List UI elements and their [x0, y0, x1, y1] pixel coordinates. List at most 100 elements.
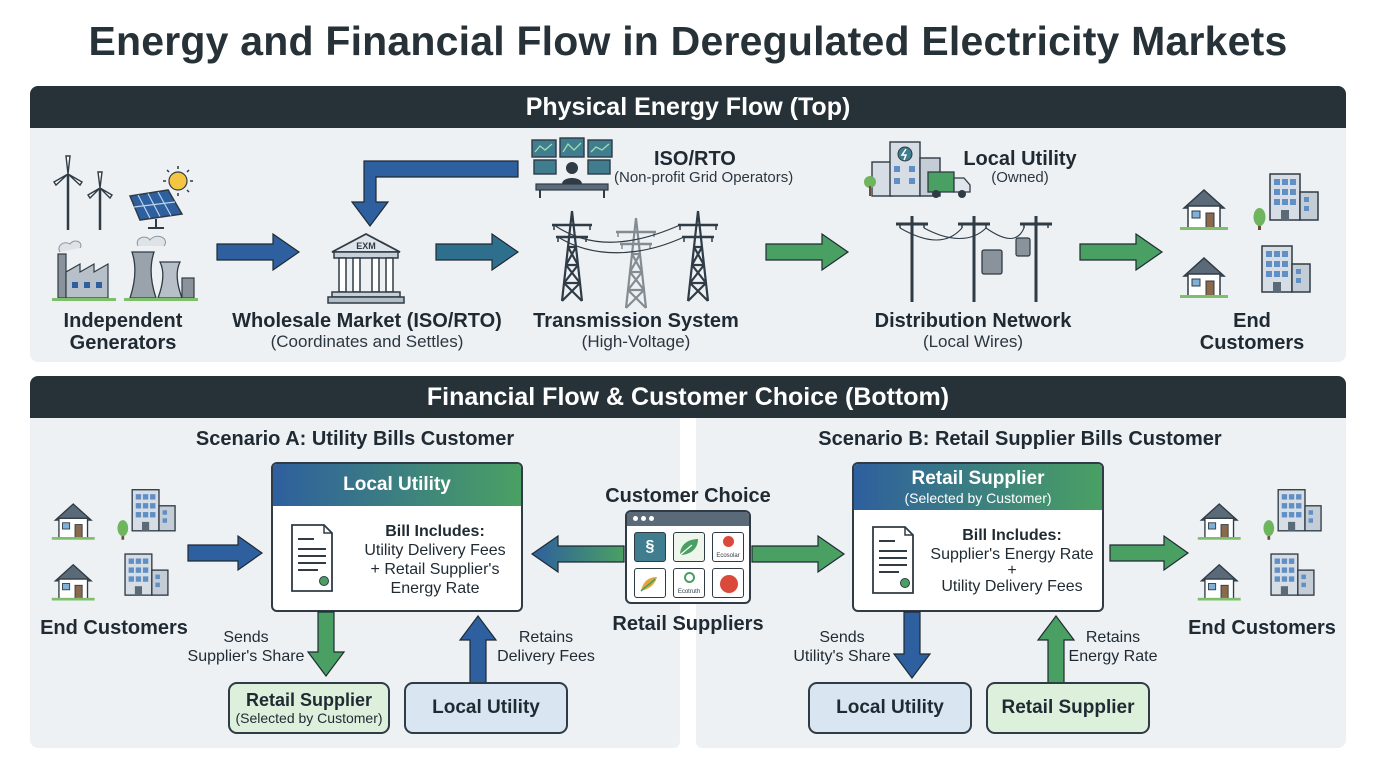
wind-turbine-icon [53, 155, 113, 230]
end-customers-b-label: End Customers [1188, 617, 1336, 639]
bill-b-line-4: Utility Delivery Fees [941, 578, 1083, 595]
window-dot-icon [633, 516, 638, 521]
scenario-b-title: Scenario B: Retail Supplier Bills Custom… [818, 428, 1222, 450]
arrow-right-icon [1079, 232, 1164, 272]
arrow-up-icon [1036, 615, 1076, 685]
houses-icon [1179, 173, 1319, 299]
supplier-tile[interactable]: § [634, 532, 666, 562]
window-dot-icon [649, 516, 654, 521]
factory-icon [52, 240, 116, 301]
bill-a-line-4: Energy Rate [390, 580, 480, 597]
iso-rto-sub: (Non-profit Grid Operators) [614, 169, 794, 186]
retail-supplier-pill-a: Retail Supplier (Selected by Customer) [228, 682, 390, 734]
control-room-icon [531, 137, 613, 198]
utility-building-icon [864, 141, 971, 198]
local-utility-bill-text: Bill Includes: Utility Delivery Fees + R… [353, 522, 517, 598]
building-text: EXM [356, 241, 376, 251]
end-customers-top-line1: End [1233, 310, 1271, 332]
transmission-sub: (High-Voltage) [581, 332, 691, 351]
supplier-tile[interactable] [634, 568, 666, 598]
transmission-label: Transmission System [533, 310, 739, 332]
sends-a-line-1: Sends [223, 629, 269, 646]
local-utility-pill-a: Local Utility [404, 682, 568, 734]
bent-arrow-down-icon [350, 160, 519, 227]
leaf-icon [679, 539, 698, 556]
retains-a-line-1: Retains [518, 629, 574, 646]
bill-b-line-2: Supplier's Energy Rate [930, 546, 1094, 563]
power-plant-icon [124, 235, 198, 301]
retail-supplier-card-title: Retail Supplier [911, 468, 1045, 489]
generators-label-line2: Generators [69, 332, 177, 354]
iso-rto-label: ISO/RTO [654, 148, 736, 170]
supplier-tile[interactable]: Ecosolar [712, 532, 744, 562]
physical-flow-header: Physical Energy Flow (Top) [30, 86, 1346, 128]
arrow-down-icon [306, 611, 346, 677]
houses-icon [1197, 489, 1322, 602]
bill-a-line-1: Bill Includes: [385, 523, 485, 540]
sends-a-line-2: Supplier's Share [187, 648, 305, 665]
sends-b-line-1: Sends [819, 629, 865, 646]
sends-b-line-2: Utility's Share [793, 648, 891, 665]
arrow-right-icon [435, 232, 520, 272]
generators-label: Independent Generators [30, 310, 216, 354]
scenario-a-title: Scenario A: Utility Bills Customer [195, 428, 515, 450]
retail-supplier-card-head: Retail Supplier (Selected by Customer) [854, 464, 1102, 510]
financial-flow-header: Financial Flow & Customer Choice (Bottom… [30, 376, 1346, 418]
arrow-down-icon [892, 611, 932, 679]
retail-supplier-pill-a-label: Retail Supplier [245, 690, 373, 710]
solar-panel-icon [128, 166, 193, 229]
tile-gear-icon [683, 572, 695, 583]
retail-supplier-bill-card: Retail Supplier (Selected by Customer) B… [852, 462, 1104, 612]
sends-supplier-share-note: Sends Supplier's Share [168, 628, 324, 666]
end-customers-top-label: End Customers [1168, 310, 1336, 354]
wholesale-market-label: Wholesale Market (ISO/RTO) [232, 310, 502, 332]
arrow-right-icon [765, 232, 850, 272]
bank-building-icon [327, 232, 405, 304]
retains-delivery-fees-note: Retains Delivery Fees [484, 628, 608, 666]
supplier-tile[interactable]: Ecotruth [673, 568, 705, 598]
generators-label-line1: Independent [63, 310, 183, 332]
retail-supplier-bill-text: Bill Includes: Supplier's Energy Rate + … [926, 526, 1098, 596]
tile-text-ecosolar: Ecosolar [716, 553, 740, 559]
tile-text-ecotruth: Ecotruth [677, 589, 701, 595]
physical-flow-panel: Physical Energy Flow (Top) [30, 86, 1346, 362]
retains-b-line-1: Retains [1085, 629, 1141, 646]
bill-a-line-2: Utility Delivery Fees [364, 542, 506, 559]
wholesale-market-sub: (Coordinates and Settles) [270, 332, 464, 351]
retains-b-line-2: Energy Rate [1068, 648, 1158, 665]
local-utility-card-title: Local Utility [273, 464, 521, 506]
local-utility-label: Local Utility [963, 148, 1077, 170]
arrow-right-icon [751, 534, 846, 574]
leaf-icon [640, 577, 657, 592]
end-customers-a-label: End Customers [40, 617, 188, 639]
houses-icon [51, 489, 176, 602]
retail-supplier-pill-a-sub: (Selected by Customer) [235, 710, 383, 726]
supplier-choice-window: § Ecosolar Ecotruth [625, 510, 751, 604]
supplier-tile[interactable] [673, 532, 705, 562]
bill-b-line-1: Bill Includes: [962, 527, 1062, 544]
supplier-tile[interactable] [712, 568, 744, 598]
local-utility-sub: (Owned) [991, 169, 1049, 186]
retail-suppliers-label: Retail Suppliers [612, 613, 764, 635]
end-customers-top-line2: Customers [1199, 332, 1305, 354]
window-title-bar [627, 512, 749, 526]
page-title: Energy and Financial Flow in Deregulated… [88, 18, 1288, 64]
window-dot-icon [641, 516, 646, 521]
bill-a-line-3: + Retail Supplier's [370, 561, 500, 578]
arrow-right-icon [187, 534, 264, 572]
arrow-right-icon [1109, 534, 1190, 572]
bill-document-icon [872, 526, 914, 594]
customer-choice-title: Customer Choice [605, 485, 771, 507]
retains-energy-rate-note: Retains Energy Rate [1060, 628, 1166, 666]
distribution-sub: (Local Wires) [922, 332, 1024, 351]
arrow-left-icon [530, 534, 625, 574]
arrow-up-icon [458, 615, 498, 685]
distribution-label: Distribution Network [874, 310, 1072, 332]
retains-a-line-2: Delivery Fees [497, 648, 595, 665]
bill-b-line-3: + [1007, 562, 1017, 579]
sends-utility-share-note: Sends Utility's Share [774, 628, 910, 666]
utility-pole-icon [896, 216, 1052, 302]
arrow-right-icon [216, 232, 301, 272]
bill-document-icon [291, 524, 333, 592]
retail-supplier-pill-b: Retail Supplier [986, 682, 1150, 734]
